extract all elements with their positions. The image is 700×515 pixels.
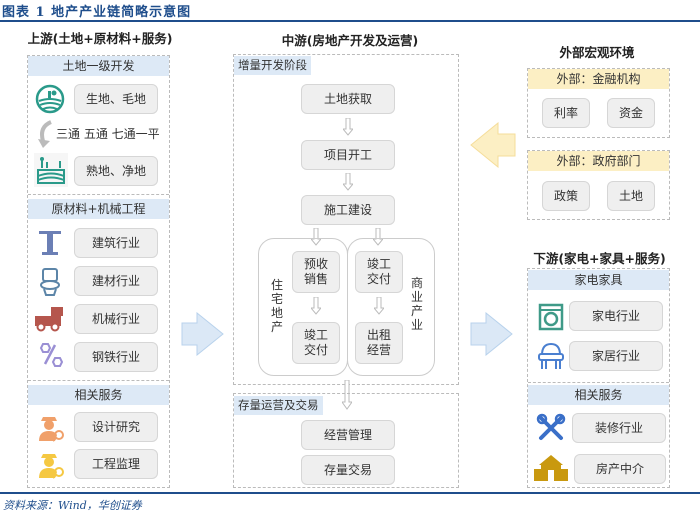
external-title: 外部宏观环境 [559, 45, 635, 60]
step-construction: 施工建设 [301, 195, 395, 225]
steel-industry-pill: 钢铁行业 [74, 342, 158, 372]
divider [528, 382, 669, 383]
presale-step: 预收销售 [292, 251, 340, 293]
engineering-supervision-pill: 工程监理 [74, 449, 158, 479]
bolt-nut-icon [36, 341, 64, 371]
flow-arrow-right-icon [181, 311, 225, 360]
curved-arrow-icon [36, 118, 58, 150]
down-arrow-icon [343, 173, 353, 191]
down-arrow-icon [311, 297, 321, 315]
down-arrow-icon [342, 380, 352, 410]
down-arrow-icon [373, 228, 383, 246]
residential-label: 住宅地产 [270, 278, 283, 334]
supervisor-person-icon [34, 447, 68, 481]
downstream-panel [527, 268, 670, 488]
land-header: 土地一级开发 [28, 56, 169, 76]
stock-trading-step: 存量交易 [301, 455, 395, 485]
divider [28, 194, 169, 195]
materials-header: 原材料+机械工程 [28, 199, 169, 219]
design-research-pill: 设计研究 [74, 412, 158, 442]
home-header: 家电家具 [528, 270, 669, 290]
upstream-panel [27, 55, 170, 488]
bottom-rule [0, 492, 700, 494]
furniture-industry-pill: 家居行业 [569, 341, 663, 371]
appliance-industry-pill: 家电行业 [569, 301, 663, 331]
incremental-tag: 增量开发阶段 [234, 56, 311, 75]
midstream-title: 中游(房地产开发及运营) [281, 33, 419, 48]
government-header: 外部：政府部门 [528, 151, 669, 171]
raw-land-pill: 生地、毛地 [74, 84, 158, 114]
capital-pill: 资金 [607, 98, 655, 128]
farmland-icon [34, 83, 66, 115]
source-note: 资料来源：Wind，华创证券 [3, 499, 142, 512]
flow-arrow-left-icon [470, 121, 516, 172]
machinery-industry-pill: 机械行业 [74, 304, 158, 334]
down-arrow-icon [343, 118, 353, 136]
operation-management-step: 经营管理 [301, 420, 395, 450]
designer-person-icon [34, 410, 68, 444]
services-header: 相关服务 [28, 385, 169, 405]
residential-delivery-step: 竣工交付 [292, 322, 340, 364]
downstream-services-header: 相关服务 [528, 385, 669, 405]
upstream-title: 上游(土地+原材料+服务) [27, 31, 173, 46]
step-project-start: 项目开工 [301, 140, 395, 170]
interest-rate-pill: 利率 [542, 98, 590, 128]
cultivated-land-icon [34, 153, 68, 187]
finance-panel [527, 68, 670, 138]
figure-title: 图表 1 地产产业链简略示意图 [2, 5, 192, 20]
building-materials-pill: 建材行业 [74, 266, 158, 296]
land-process-text: 三通 五通 七通一平 [56, 127, 160, 141]
wrench-screwdriver-icon [534, 412, 568, 444]
renovation-industry-pill: 装修行业 [572, 413, 666, 443]
divider [28, 380, 169, 381]
downstream-title: 下游(家电+家具+服务) [533, 251, 666, 266]
commercial-group [347, 238, 435, 376]
house-icon [532, 450, 570, 484]
policy-pill: 政策 [542, 181, 590, 211]
stock-panel [233, 393, 459, 488]
commercial-delivery-step: 竣工交付 [355, 251, 403, 293]
armchair-icon [535, 340, 567, 372]
top-rule [0, 20, 700, 22]
ready-land-pill: 熟地、净地 [74, 156, 158, 186]
down-arrow-icon [311, 228, 321, 246]
crane-icon [36, 228, 64, 258]
finance-header: 外部：金融机构 [528, 69, 669, 89]
truck-crane-icon [32, 303, 68, 333]
government-panel [527, 150, 670, 220]
commercial-label: 商业产业 [410, 276, 423, 332]
leasing-step: 出租经营 [355, 322, 403, 364]
land-pill: 土地 [607, 181, 655, 211]
down-arrow-icon [374, 297, 384, 315]
flow-arrow-right-icon [470, 311, 514, 360]
toilet-icon [38, 266, 62, 298]
real-estate-agency-pill: 房产中介 [574, 454, 666, 484]
step-land-acquisition: 土地获取 [301, 84, 395, 114]
construction-industry-pill: 建筑行业 [74, 228, 158, 258]
stock-tag: 存量运营及交易 [234, 396, 323, 415]
washing-machine-icon [537, 302, 565, 332]
